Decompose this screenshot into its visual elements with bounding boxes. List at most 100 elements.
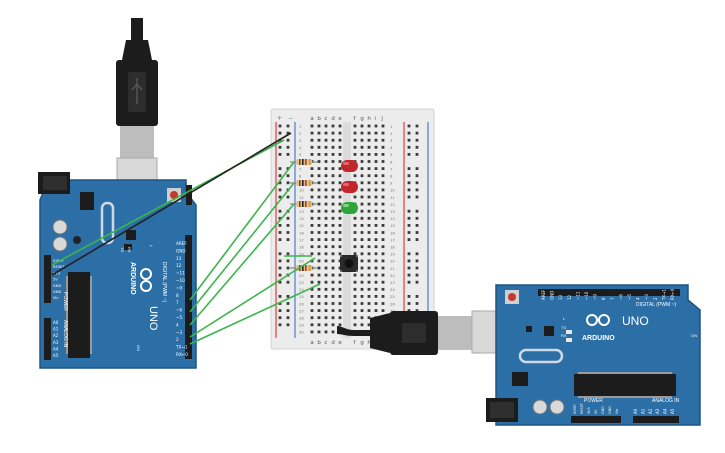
breadboard-hole — [317, 131, 321, 135]
breadboard-hole — [360, 280, 364, 284]
rail-hole — [415, 238, 419, 241]
breadboard-hole — [374, 216, 378, 220]
rail-hole — [278, 167, 282, 170]
pin-label: ~5 — [176, 315, 183, 320]
rail-hole — [407, 153, 411, 156]
pin-label: ~5 — [627, 294, 632, 300]
rail-hole — [278, 259, 282, 263]
breadboard-hole — [360, 224, 364, 227]
led-icon[interactable] — [341, 181, 358, 193]
breadboard-hole — [331, 188, 335, 192]
push-button-icon[interactable] — [340, 255, 358, 272]
pin-label: GND — [608, 406, 612, 414]
breadboard-hole — [317, 124, 321, 128]
breadboard-hole — [374, 138, 378, 142]
wire-d2[interactable] — [189, 283, 321, 345]
rail-hole — [286, 302, 290, 305]
breadboard-hole — [367, 273, 371, 277]
breadboard-hole — [367, 309, 371, 312]
column-label: e — [338, 116, 342, 122]
breadboard-hole — [374, 224, 378, 227]
breadboard-hole — [381, 224, 385, 227]
atmega-chip — [574, 374, 676, 396]
breadboard-hole — [381, 181, 385, 185]
pin-label: 12 — [567, 294, 572, 300]
usb-cable-top[interactable] — [116, 18, 158, 201]
voltage-regulator — [512, 372, 528, 386]
breadboard-hole — [331, 131, 335, 135]
rail-hole — [278, 131, 282, 135]
pin-label: ~6 — [618, 294, 623, 300]
arduino-left[interactable]: ARDUINO UNO DIGITAL (PWM ~) POWER ANALOG… — [38, 172, 197, 369]
row-label: 24 — [390, 287, 395, 292]
breadboard-hole — [367, 202, 371, 206]
breadboard-hole — [367, 131, 371, 135]
column-label: b — [317, 340, 321, 346]
breadboard-hole — [338, 209, 342, 213]
power-header — [44, 255, 51, 303]
breadboard-hole — [310, 295, 314, 298]
column-label: g — [360, 116, 364, 122]
rail-hole — [278, 181, 282, 185]
pin-label: GND — [53, 290, 61, 294]
rail-hole — [286, 131, 290, 135]
breadboard-hole — [374, 145, 378, 149]
wire-d6[interactable] — [189, 182, 295, 313]
pin-label: RX←0 — [176, 352, 188, 357]
arduino-right[interactable]: ARDUINO UNO DIGITAL (PWM ~) POWER ANALOG… — [486, 284, 701, 426]
breadboard-hole — [374, 209, 378, 213]
rail-hole — [286, 231, 290, 234]
column-label: g — [360, 340, 364, 346]
rail-hole — [407, 188, 411, 192]
breadboard-hole — [367, 181, 371, 185]
capacitor — [52, 219, 68, 235]
pin-label: ~3 — [644, 294, 649, 300]
resistor-icon[interactable] — [290, 265, 318, 271]
breadboard-hole — [360, 273, 364, 277]
led-icon[interactable] — [341, 160, 358, 172]
breadboard-hole — [317, 209, 321, 213]
breadboard-hole — [353, 174, 357, 178]
breadboard-hole — [353, 295, 357, 298]
wire-gnd[interactable] — [51, 132, 292, 276]
breadboard-hole — [338, 188, 342, 192]
pin-label: A2 — [648, 408, 653, 414]
breadboard-hole — [324, 195, 328, 199]
resistor-icon[interactable] — [290, 201, 318, 207]
breadboard-hole — [381, 309, 385, 312]
rail-hole — [407, 224, 411, 227]
breadboard-hole — [360, 231, 364, 234]
resistor-icon[interactable] — [290, 180, 318, 186]
rail-hole — [286, 259, 290, 263]
wire-d5[interactable] — [189, 203, 295, 326]
breadboard-hole — [374, 287, 378, 291]
breadboard-hole — [381, 167, 385, 170]
breadboard-hole — [310, 124, 314, 128]
breadboard-hole — [360, 209, 364, 213]
rail-hole — [415, 273, 419, 277]
usb-strain-relief — [370, 313, 390, 353]
arduino-logo-icon — [140, 268, 152, 292]
row-label: 25 — [299, 294, 304, 299]
rail-hole — [415, 153, 419, 156]
rail-hole — [415, 216, 419, 220]
breadboard-hole — [374, 252, 378, 256]
pin-label: A2 — [53, 333, 59, 338]
breadboard-hole — [360, 188, 364, 192]
resistor-icon[interactable] — [290, 159, 318, 165]
rail-hole — [278, 295, 282, 298]
row-label: 17 — [390, 237, 395, 242]
wire-d7[interactable] — [189, 161, 295, 301]
wire-d3[interactable] — [189, 257, 316, 338]
breadboard-hole — [317, 202, 321, 206]
breadboard-hole — [374, 131, 378, 135]
breadboard-hole — [310, 195, 314, 199]
pin-label: IOREF — [573, 404, 577, 414]
column-label: f — [353, 340, 356, 346]
breadboard-hole — [338, 245, 342, 249]
breadboard-hole — [310, 273, 314, 277]
led-icon[interactable] — [341, 202, 358, 214]
breadboard-hole — [381, 216, 385, 220]
breadboard-hole — [331, 273, 335, 277]
